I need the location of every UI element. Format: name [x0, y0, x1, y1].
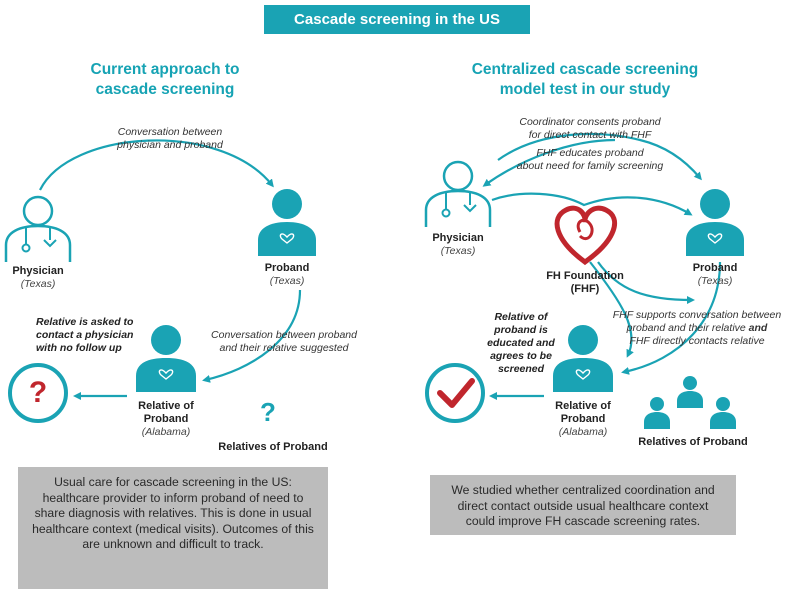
left-heading: Current approach to cascade screening	[40, 60, 290, 100]
left-summary-box: Usual care for cascade screening in the …	[18, 467, 328, 589]
arrow-to-physician-right	[482, 138, 616, 187]
educ-line1: FHF educates proband	[536, 147, 644, 159]
fhf-supports-note: FHF supports conversation between proban…	[604, 309, 790, 348]
relatives-group-icon	[644, 376, 736, 429]
proband-name-right: Proband	[692, 262, 738, 274]
proband-loc-right: (Texas)	[697, 275, 733, 287]
physician-name-left: Physician	[12, 265, 64, 277]
arrow-fhf-to-proband	[597, 261, 695, 304]
supports-line3: FHF directly contacts relative	[629, 335, 765, 347]
educated-line1: Relative of	[494, 311, 548, 323]
relative-icon-left	[136, 325, 196, 392]
educated-line5: screened	[497, 363, 545, 375]
relative-label-right: Relative of Proband (Alabama)	[543, 400, 623, 438]
educ-line2: about need for family screening	[516, 160, 664, 172]
proband-name-left: Proband	[264, 262, 310, 274]
left-conv-line1: Conversation between	[117, 126, 223, 138]
proband-icon-left	[258, 189, 316, 256]
physician-label-right: Physician (Texas)	[420, 232, 496, 257]
fh-foundation-heart-logo	[554, 205, 618, 266]
relative-educated-note: Relative of proband is educated and agre…	[480, 311, 562, 376]
suggest-line1: Conversation between proband	[211, 329, 357, 341]
relatives-of-proband-right: Relatives of Proband	[638, 436, 748, 448]
relative-loc-right: (Alabama)	[558, 426, 608, 438]
coord-line2: for direct contact with FHF	[528, 129, 652, 141]
supports-line1: FHF supports conversation between	[612, 309, 782, 321]
fhf-educates-note: FHF educates proband about need for fami…	[505, 147, 675, 173]
left-heading-line2: cascade screening	[95, 81, 235, 98]
relative-line1-left: Relative of	[138, 400, 194, 412]
physician-loc-right: (Texas)	[440, 245, 476, 257]
relative-label-left: Relative of Proband (Alabama)	[126, 400, 206, 438]
arrow-proband-to-relative-right	[621, 261, 722, 375]
physician-loc-left: (Texas)	[20, 278, 56, 290]
physician-icon-left	[4, 195, 72, 262]
educated-line2: proband is	[494, 324, 548, 336]
relative-asked-note: Relative is asked to contact a physician…	[36, 316, 186, 355]
arrow-proband-to-relative-left	[202, 289, 302, 383]
supports-line2a: proband and their relative	[626, 322, 749, 334]
conversation-suggested-note: Conversation between proband and their r…	[196, 329, 372, 355]
physician-label-left: Physician (Texas)	[0, 265, 76, 290]
relatives-of-proband-left: Relatives of Proband	[218, 441, 328, 453]
left-heading-line1: Current approach to	[90, 61, 240, 78]
proband-icon-right	[686, 189, 744, 256]
relatives-question-mark: ?	[260, 397, 276, 427]
question-circle-icon	[8, 363, 68, 423]
relative-line2-left: Proband	[143, 413, 189, 425]
supports-line2b: and	[748, 322, 768, 334]
right-heading-line2: model test in our study	[499, 81, 671, 98]
educated-line4: agrees to be	[490, 350, 552, 362]
right-summary-text: We studied whether centralized coordinat…	[451, 483, 715, 528]
suggest-line2: and their relative suggested	[219, 342, 349, 354]
check-circle-icon	[425, 363, 485, 423]
page-title: Cascade screening in the US	[294, 11, 500, 28]
coordinator-consents-note: Coordinator consents proband for direct …	[505, 116, 675, 142]
proband-loc-left: (Texas)	[269, 275, 305, 287]
educated-line3: educated and	[487, 337, 555, 349]
relative-line2-right: Proband	[560, 413, 606, 425]
physician-name-right: Physician	[432, 232, 484, 244]
left-conv-line2: physician and proband	[117, 139, 223, 151]
asked-line2: contact a physician	[36, 329, 134, 341]
asked-line3: with no follow up	[36, 342, 122, 354]
right-heading-line1: Centralized cascade screening	[471, 61, 699, 78]
fhf-line2: (FHF)	[570, 283, 600, 295]
arrow-physician-fhf-proband	[491, 192, 693, 216]
left-conversation-label: Conversation between physician and proba…	[90, 126, 250, 152]
relative-icon-right	[553, 325, 613, 392]
fhf-label: FH Foundation (FHF)	[540, 270, 630, 296]
relative-loc-left: (Alabama)	[141, 426, 191, 438]
right-summary-box: We studied whether centralized coordinat…	[430, 475, 736, 535]
right-heading: Centralized cascade screening model test…	[450, 60, 720, 100]
left-summary-text: Usual care for cascade screening in the …	[32, 475, 314, 551]
page-title-banner: Cascade screening in the US	[264, 5, 530, 34]
arrow-coordinator-to-proband	[497, 132, 702, 181]
relative-line1-right: Relative of	[555, 400, 611, 412]
fhf-line1: FH Foundation	[546, 270, 624, 282]
coord-line1: Coordinator consents proband	[519, 116, 661, 128]
proband-label-right: Proband (Texas)	[678, 262, 752, 287]
question-mark-red: ?	[28, 376, 48, 409]
asked-line1: Relative is asked to	[36, 316, 134, 328]
arrow-fhf-to-relative	[589, 261, 634, 358]
arrow-physician-to-proband-left	[39, 139, 274, 191]
physician-icon-right	[424, 160, 492, 227]
proband-label-left: Proband (Texas)	[250, 262, 324, 287]
